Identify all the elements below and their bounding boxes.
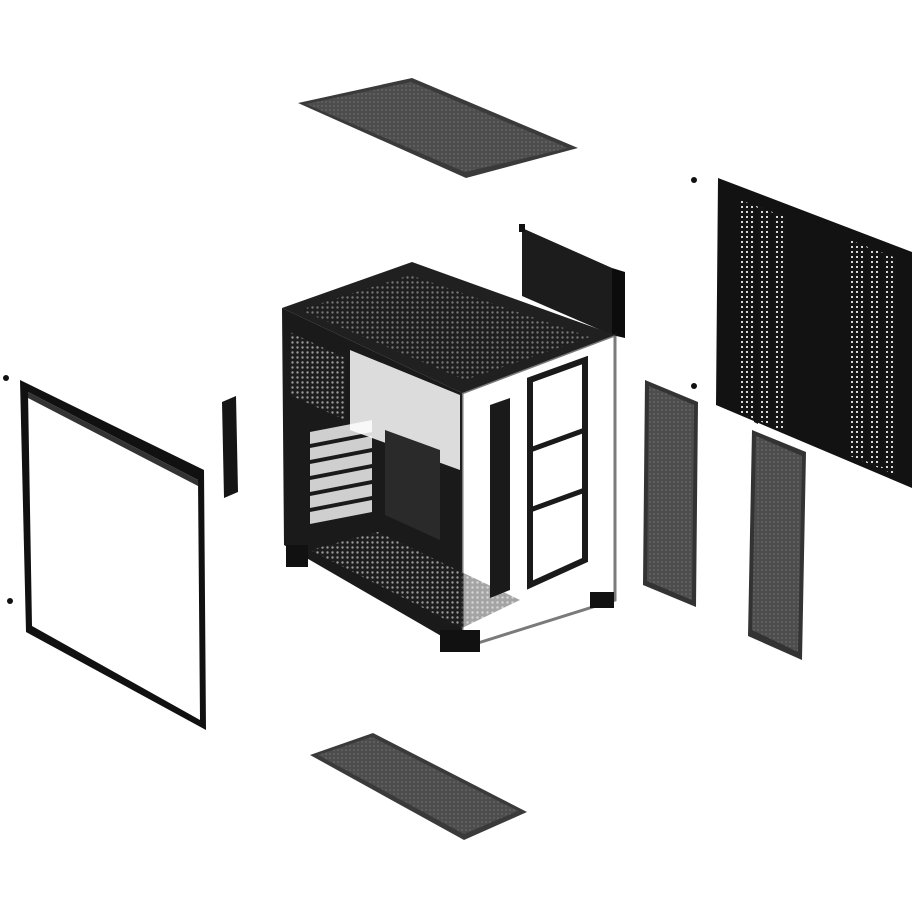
side-filter-front bbox=[643, 380, 698, 607]
left-glass-panel bbox=[3, 375, 206, 730]
screw-icon bbox=[7, 598, 13, 604]
case-foot bbox=[590, 592, 614, 608]
right-side-panel bbox=[691, 177, 912, 488]
chassis bbox=[282, 262, 617, 652]
top-dust-filter bbox=[298, 78, 578, 178]
gpu-bracket bbox=[519, 224, 625, 338]
side-filter-rear bbox=[748, 430, 806, 660]
screw-icon bbox=[691, 177, 697, 183]
case-foot bbox=[286, 545, 308, 567]
bottom-dust-filter bbox=[310, 733, 527, 840]
case-foot bbox=[440, 630, 480, 652]
pci-slots bbox=[310, 420, 372, 524]
screw-icon bbox=[3, 375, 9, 381]
small-bracket bbox=[222, 396, 238, 498]
screw-icon bbox=[691, 383, 697, 389]
